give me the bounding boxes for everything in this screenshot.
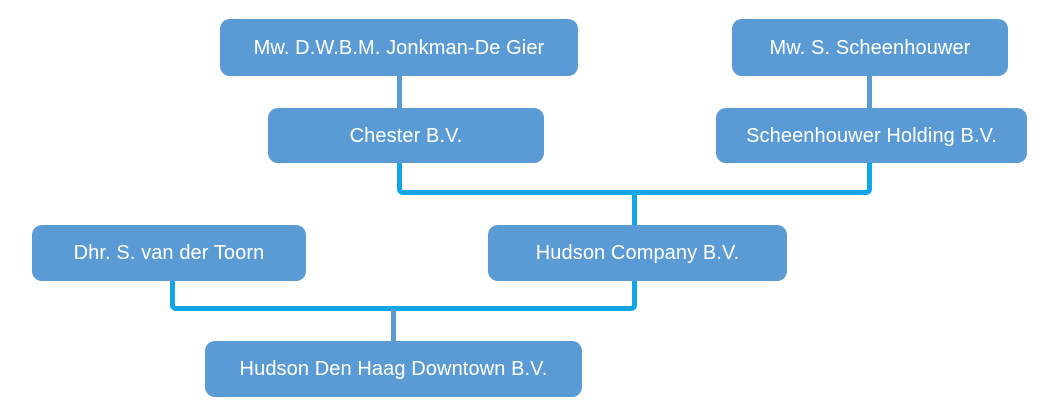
node-label: Mw. D.W.B.M. Jonkman-De Gier <box>253 36 545 59</box>
node-van-der-toorn[interactable]: Dhr. S. van der Toorn <box>32 225 306 281</box>
node-chester-bv[interactable]: Chester B.V. <box>268 108 544 163</box>
node-label: Scheenhouwer Holding B.V. <box>746 124 997 147</box>
node-hudson-den-haag-downtown-bv[interactable]: Hudson Den Haag Downtown B.V. <box>205 341 582 397</box>
node-jonkman[interactable]: Mw. D.W.B.M. Jonkman-De Gier <box>220 19 578 76</box>
node-scheenhouwer-holding-bv[interactable]: Scheenhouwer Holding B.V. <box>716 108 1027 163</box>
node-scheenhouwer[interactable]: Mw. S. Scheenhouwer <box>732 19 1008 76</box>
node-label: Dhr. S. van der Toorn <box>73 242 265 264</box>
connector-bracket-to-downtown <box>170 281 637 311</box>
connector-scheenhouwer-to-holding <box>867 76 872 108</box>
connector-hudson-company-drop <box>632 193 637 225</box>
node-label: Hudson Company B.V. <box>535 242 740 264</box>
node-label: Chester B.V. <box>349 124 463 147</box>
node-hudson-company-bv[interactable]: Hudson Company B.V. <box>488 225 787 281</box>
node-label: Hudson Den Haag Downtown B.V. <box>239 358 548 380</box>
node-label: Mw. S. Scheenhouwer <box>769 36 971 59</box>
connector-downtown-drop <box>391 309 396 341</box>
connector-jonkman-to-chester <box>397 76 402 108</box>
connector-bracket-to-hudson-company <box>397 163 872 195</box>
